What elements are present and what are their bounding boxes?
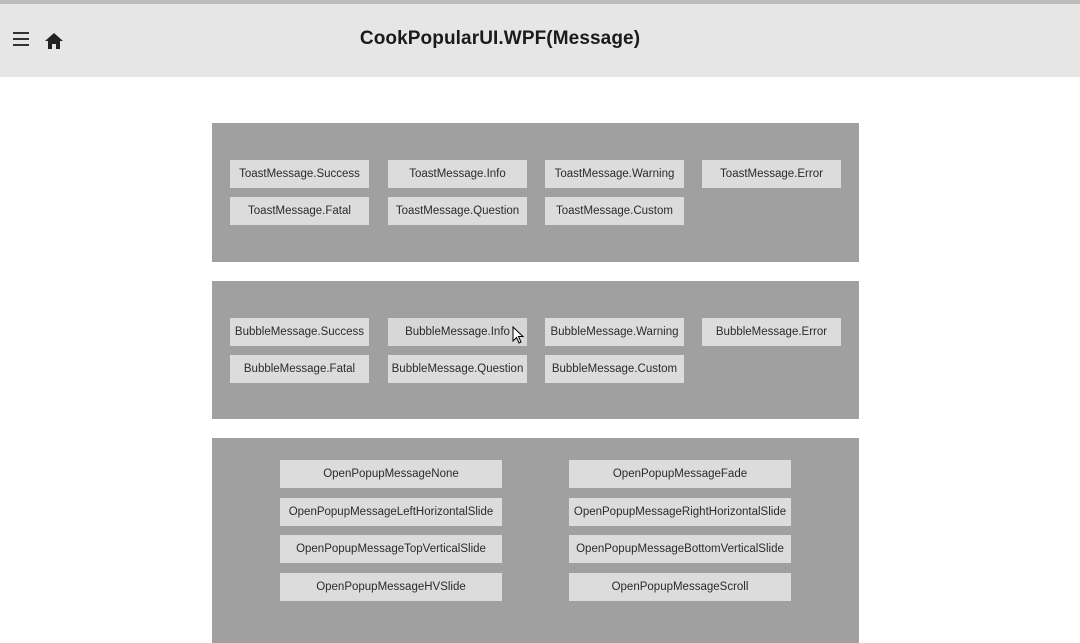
toast-error-button[interactable]: ToastMessage.Error (702, 160, 841, 188)
popup-hv-slide-button[interactable]: OpenPopupMessageHVSlide (280, 573, 502, 601)
hamburger-menu-icon[interactable] (13, 32, 31, 48)
bubble-info-button[interactable]: BubbleMessage.Info (388, 318, 527, 346)
popup-message-panel: OpenPopupMessageNone OpenPopupMessageFad… (212, 438, 859, 643)
toast-success-button[interactable]: ToastMessage.Success (230, 160, 369, 188)
popup-left-horizontal-slide-button[interactable]: OpenPopupMessageLeftHorizontalSlide (280, 498, 502, 526)
app-header: CookPopularUI.WPF(Message) (0, 4, 1080, 77)
popup-none-button[interactable]: OpenPopupMessageNone (280, 460, 502, 488)
toast-message-panel: ToastMessage.Success ToastMessage.Info T… (212, 123, 859, 262)
toast-warning-button[interactable]: ToastMessage.Warning (545, 160, 684, 188)
bubble-question-button[interactable]: BubbleMessage.Question (388, 355, 527, 383)
toast-info-button[interactable]: ToastMessage.Info (388, 160, 527, 188)
bubble-message-panel: BubbleMessage.Success BubbleMessage.Info… (212, 281, 859, 419)
page-title: CookPopularUI.WPF(Message) (359, 28, 641, 49)
popup-bottom-vertical-slide-button[interactable]: OpenPopupMessageBottomVerticalSlide (569, 535, 791, 563)
bubble-success-button[interactable]: BubbleMessage.Success (230, 318, 369, 346)
popup-right-horizontal-slide-button[interactable]: OpenPopupMessageRightHorizontalSlide (569, 498, 791, 526)
bubble-fatal-button[interactable]: BubbleMessage.Fatal (230, 355, 369, 383)
popup-top-vertical-slide-button[interactable]: OpenPopupMessageTopVerticalSlide (280, 535, 502, 563)
popup-scroll-button[interactable]: OpenPopupMessageScroll (569, 573, 791, 601)
window-top-border (0, 0, 1080, 4)
home-icon[interactable] (43, 30, 65, 52)
toast-question-button[interactable]: ToastMessage.Question (388, 197, 527, 225)
toast-custom-button[interactable]: ToastMessage.Custom (545, 197, 684, 225)
bubble-error-button[interactable]: BubbleMessage.Error (702, 318, 841, 346)
popup-fade-button[interactable]: OpenPopupMessageFade (569, 460, 791, 488)
toast-fatal-button[interactable]: ToastMessage.Fatal (230, 197, 369, 225)
bubble-warning-button[interactable]: BubbleMessage.Warning (545, 318, 684, 346)
bubble-custom-button[interactable]: BubbleMessage.Custom (545, 355, 684, 383)
